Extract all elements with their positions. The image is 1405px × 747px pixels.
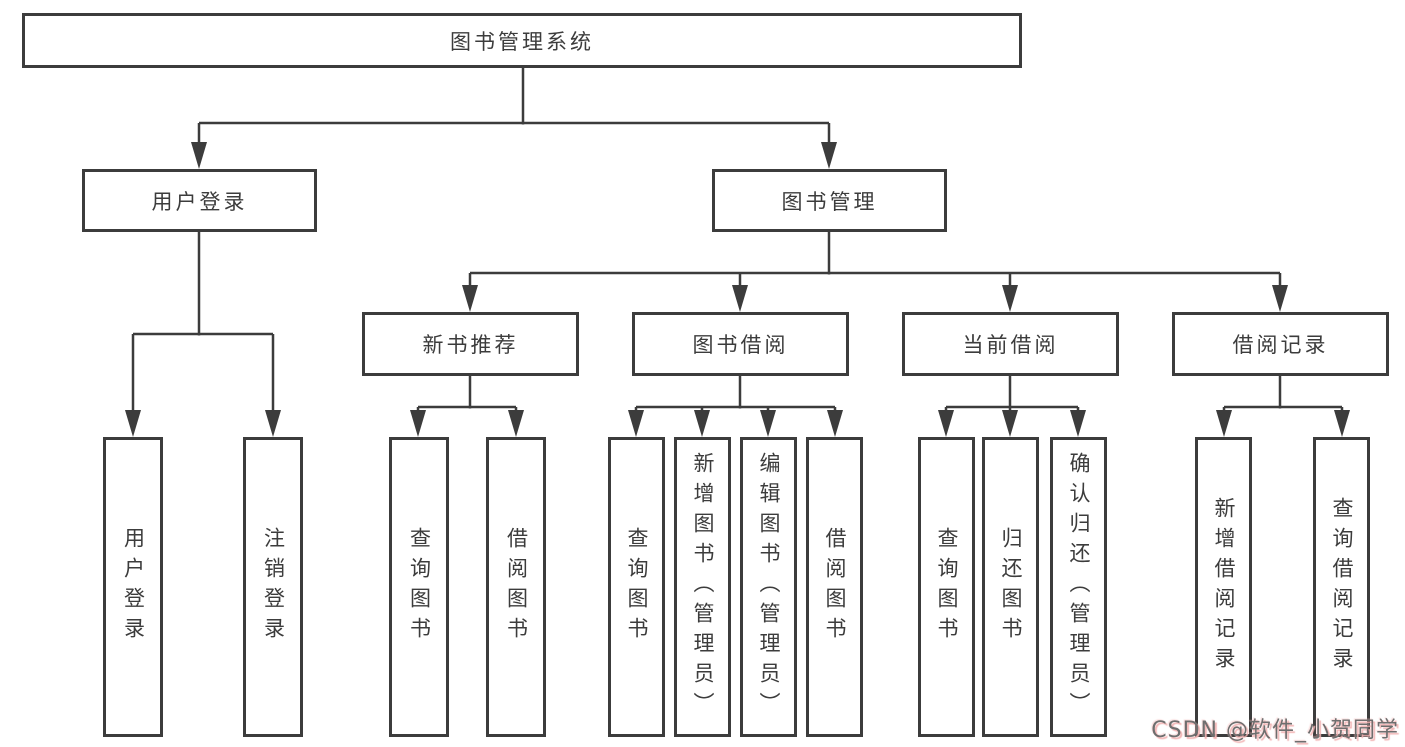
arrowhead-icon xyxy=(410,410,426,437)
leaf-logout: 注销登录 xyxy=(243,437,303,737)
leaf-cb-return-books-label: 归还图书 xyxy=(999,527,1023,647)
node-current-borrowing: 当前借阅 xyxy=(902,312,1119,376)
arrowhead-icon xyxy=(125,410,141,437)
leaf-bb-borrow-books-label: 借阅图书 xyxy=(823,527,847,647)
leaf-bb-edit-books: 编辑图书（管理员） xyxy=(740,437,797,737)
leaf-bb-edit-books-label: 编辑图书（管理员） xyxy=(757,452,781,722)
node-root: 图书管理系统 xyxy=(22,13,1022,68)
node-root-label: 图书管理系统 xyxy=(450,29,594,54)
leaf-bb-query-books-label: 查询图书 xyxy=(625,527,649,647)
leaf-user-login-label: 用户登录 xyxy=(121,527,146,647)
arrowhead-icon xyxy=(191,142,207,169)
leaf-bb-add-books-label: 新增图书（管理员） xyxy=(691,452,715,722)
arrowhead-icon xyxy=(1216,410,1232,437)
arrowhead-icon xyxy=(462,285,478,312)
arrowhead-icon xyxy=(1334,410,1350,437)
node-user-login-label: 用户登录 xyxy=(151,189,248,214)
leaf-cb-query-books-label: 查询图书 xyxy=(935,527,959,647)
leaf-cb-confirm-return: 确认归还（管理员） xyxy=(1050,437,1107,737)
arrowhead-icon xyxy=(508,410,524,437)
arrowhead-icon xyxy=(827,410,843,437)
arrowhead-icon xyxy=(760,410,776,437)
node-book-borrowing: 图书借阅 xyxy=(632,312,849,376)
leaf-rec-query-books: 查询图书 xyxy=(389,437,449,737)
leaf-br-query-record-label: 查询借阅记录 xyxy=(1330,497,1354,677)
leaf-user-login: 用户登录 xyxy=(103,437,163,737)
node-new-book-recommend-label: 新书推荐 xyxy=(422,333,519,357)
leaf-bb-add-books: 新增图书（管理员） xyxy=(674,437,731,737)
node-current-borrowing-label: 当前借阅 xyxy=(962,333,1059,357)
csdn-watermark: CSDN @软件_小贺同学 xyxy=(1151,718,1399,743)
node-book-management: 图书管理 xyxy=(712,169,947,232)
arrowhead-icon xyxy=(938,410,954,437)
arrowhead-icon xyxy=(732,285,748,312)
leaf-rec-borrow-books-label: 借阅图书 xyxy=(504,527,529,647)
leaf-cb-confirm-return-label: 确认归还（管理员） xyxy=(1067,452,1091,722)
arrowhead-icon xyxy=(694,410,710,437)
leaf-br-add-record-label: 新增借阅记录 xyxy=(1212,497,1236,677)
arrowhead-icon xyxy=(821,142,837,169)
leaf-rec-query-books-label: 查询图书 xyxy=(407,527,432,647)
leaf-bb-borrow-books: 借阅图书 xyxy=(806,437,863,737)
arrowhead-icon xyxy=(1272,285,1288,312)
leaf-bb-query-books: 查询图书 xyxy=(608,437,665,737)
connector-arrows xyxy=(125,142,1350,437)
arrowhead-icon xyxy=(1070,410,1086,437)
leaf-logout-label: 注销登录 xyxy=(261,527,286,647)
arrowhead-icon xyxy=(265,410,281,437)
node-borrowing-records-label: 借阅记录 xyxy=(1232,333,1329,357)
node-book-management-label: 图书管理 xyxy=(781,189,878,214)
node-new-book-recommend: 新书推荐 xyxy=(362,312,579,376)
leaf-br-add-record: 新增借阅记录 xyxy=(1195,437,1252,737)
arrowhead-icon xyxy=(1002,410,1018,437)
leaf-cb-return-books: 归还图书 xyxy=(982,437,1039,737)
node-user-login: 用户登录 xyxy=(82,169,317,232)
arrowhead-icon xyxy=(628,410,644,437)
leaf-rec-borrow-books: 借阅图书 xyxy=(486,437,546,737)
node-book-borrowing-label: 图书借阅 xyxy=(692,333,789,357)
arrowhead-icon xyxy=(1002,285,1018,312)
node-borrowing-records: 借阅记录 xyxy=(1172,312,1389,376)
leaf-br-query-record: 查询借阅记录 xyxy=(1313,437,1370,737)
leaf-cb-query-books: 查询图书 xyxy=(918,437,975,737)
